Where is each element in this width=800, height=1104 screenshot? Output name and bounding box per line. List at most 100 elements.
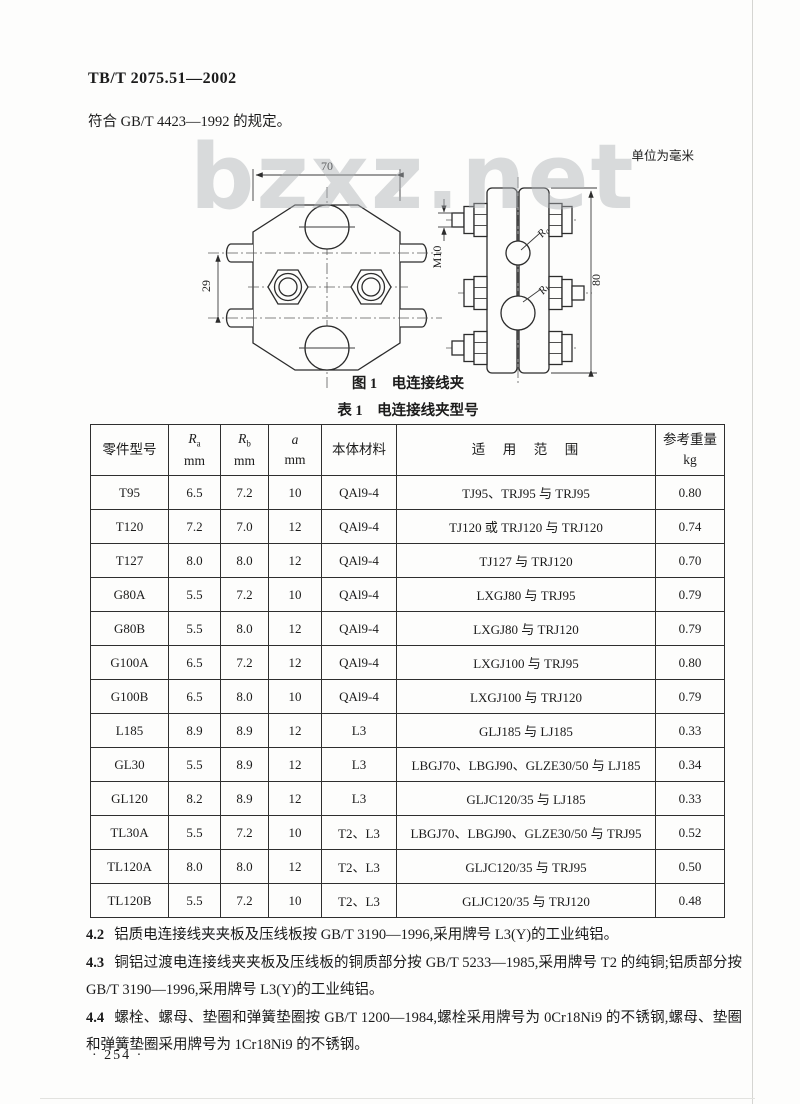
- table-cell: 6.5: [168, 645, 221, 680]
- table-cell: TJ120 或 TRJ120 与 TRJ120: [396, 509, 656, 544]
- table-cell: LBGJ70、LBGJ90、GLZE30/50 与 LJ185: [396, 747, 656, 782]
- table-cell: 7.2: [220, 475, 269, 510]
- table-cell: TL120B: [90, 883, 169, 918]
- table-cell: 0.33: [655, 781, 725, 816]
- table-cell: 8.9: [220, 747, 269, 782]
- header-model: 零件型号: [90, 424, 169, 476]
- table-cell: QAl9-4: [321, 645, 397, 680]
- table-cell: 0.79: [655, 577, 725, 612]
- header-rb: Rb mm: [220, 424, 269, 476]
- intro-sentence: 符合 GB/T 4423—1992 的规定。: [88, 114, 292, 130]
- front-view: 70 29: [199, 159, 442, 388]
- table-cell: 10: [268, 883, 322, 918]
- table-cell: 0.34: [655, 747, 725, 782]
- figure-1-drawing: 70 29 Ra Rb: [199, 159, 603, 388]
- table-cell: QAl9-4: [321, 679, 397, 714]
- table-cell: 12: [268, 543, 322, 578]
- bolt-middle: [463, 275, 585, 311]
- table-cell: 0.52: [655, 815, 725, 850]
- table-cell: 0.70: [655, 543, 725, 578]
- table-cell: L3: [321, 781, 397, 816]
- table-cell: 0.48: [655, 883, 725, 918]
- dim-height-label: 80: [589, 274, 603, 286]
- table-cell: 12: [268, 713, 322, 748]
- dim-bolt-label: M10: [430, 246, 444, 269]
- table-cell: L3: [321, 747, 397, 782]
- header-material: 本体材料: [321, 424, 397, 476]
- table-cell: 12: [268, 747, 322, 782]
- table-cell: 10: [268, 577, 322, 612]
- header-weight: 参考重量 kg: [655, 424, 725, 476]
- table-cell: 10: [268, 475, 322, 510]
- table-cell: GL30: [90, 747, 169, 782]
- table-cell: 5.5: [168, 577, 221, 612]
- table-cell: G100A: [90, 645, 169, 680]
- table-cell: 8.9: [220, 781, 269, 816]
- header-range: 适 用 范 围: [396, 424, 656, 476]
- table-cell: 12: [268, 645, 322, 680]
- table-cell: 5.5: [168, 883, 221, 918]
- dim-spacing-label: 29: [199, 280, 213, 292]
- table-cell: 0.80: [655, 645, 725, 680]
- table-cell: TL120A: [90, 849, 169, 884]
- table-cell: 5.5: [168, 815, 221, 850]
- table-cell: 7.2: [220, 577, 269, 612]
- table-cell: T2、L3: [321, 849, 397, 884]
- dim-width-label: 70: [321, 159, 333, 173]
- table-cell: T127: [90, 543, 169, 578]
- table-cell: TJ127 与 TRJ120: [396, 543, 656, 578]
- table-cell: QAl9-4: [321, 611, 397, 646]
- table-cell: 0.33: [655, 713, 725, 748]
- header-ra: Ra mm: [168, 424, 221, 476]
- table-cell: GLJC120/35 与 LJ185: [396, 781, 656, 816]
- table-cell: QAl9-4: [321, 577, 397, 612]
- table-cell: 8.0: [220, 543, 269, 578]
- page-number: · 254 ·: [92, 1048, 144, 1063]
- table-cell: 8.0: [168, 543, 221, 578]
- table-cell: LBGJ70、LBGJ90、GLZE30/50 与 TRJ95: [396, 815, 656, 850]
- table-cell: 12: [268, 849, 322, 884]
- table-cell: GL120: [90, 781, 169, 816]
- table-cell: 12: [268, 781, 322, 816]
- bolt-top: [451, 202, 573, 238]
- table-cell: 0.79: [655, 611, 725, 646]
- table-cell: T2、L3: [321, 883, 397, 918]
- table-cell: 8.2: [168, 781, 221, 816]
- table-cell: LXGJ100 与 TRJ120: [396, 679, 656, 714]
- table-cell: 0.74: [655, 509, 725, 544]
- table-cell: GLJC120/35 与 TRJ95: [396, 849, 656, 884]
- table-cell: 12: [268, 611, 322, 646]
- table-cell: 8.0: [168, 849, 221, 884]
- hex-nut-right: [350, 269, 392, 305]
- spec-table: 零件型号 Ra mm Rb mm a mm 本体材料 适 用 范 围 参考重量 …: [90, 424, 725, 918]
- table-header: 零件型号 Ra mm Rb mm a mm 本体材料 适 用 范 围 参考重量 …: [90, 424, 725, 476]
- table-cell: QAl9-4: [321, 543, 397, 578]
- table-cell: TL30A: [90, 815, 169, 850]
- table-cell: L185: [90, 713, 169, 748]
- table-cell: T95: [90, 475, 169, 510]
- table-cell: QAl9-4: [321, 475, 397, 510]
- table-cell: 10: [268, 815, 322, 850]
- table-cell: T120: [90, 509, 169, 544]
- table-cell: 7.2: [220, 815, 269, 850]
- table-cell: 0.50: [655, 849, 725, 884]
- table-cell: G100B: [90, 679, 169, 714]
- scan-edge-line-bottom: [40, 1098, 755, 1099]
- table-cell: 6.5: [168, 679, 221, 714]
- table-cell: 7.2: [168, 509, 221, 544]
- table-cell: QAl9-4: [321, 509, 397, 544]
- table-cell: TJ95、TRJ95 与 TRJ95: [396, 475, 656, 510]
- table-cell: GLJ185 与 LJ185: [396, 713, 656, 748]
